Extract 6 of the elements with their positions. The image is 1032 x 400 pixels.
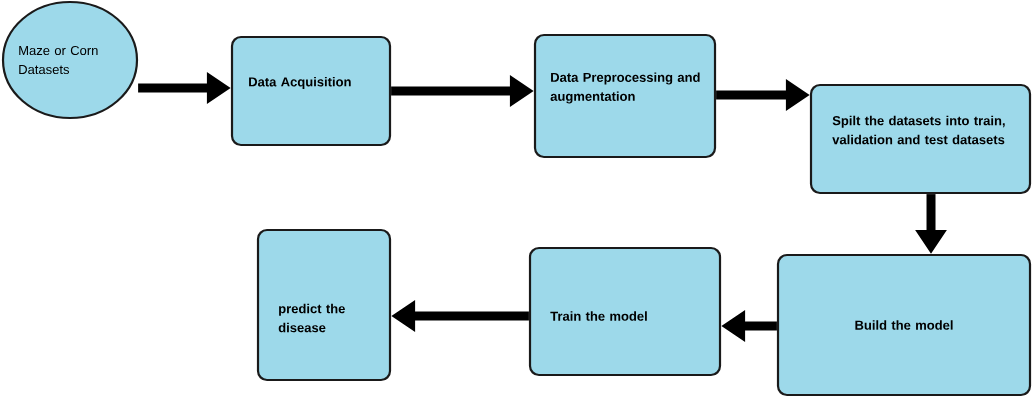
process-box: Data Preprocessing and augmentation [533, 33, 717, 159]
process-box: Build the model [776, 253, 1032, 397]
process-box: Train the model [528, 246, 722, 377]
process-box: predict the disease [256, 228, 392, 382]
process-box: Spilt the datasets into train, validation and test datasets [809, 83, 1032, 195]
process-box: Data Acquisition [230, 35, 392, 147]
